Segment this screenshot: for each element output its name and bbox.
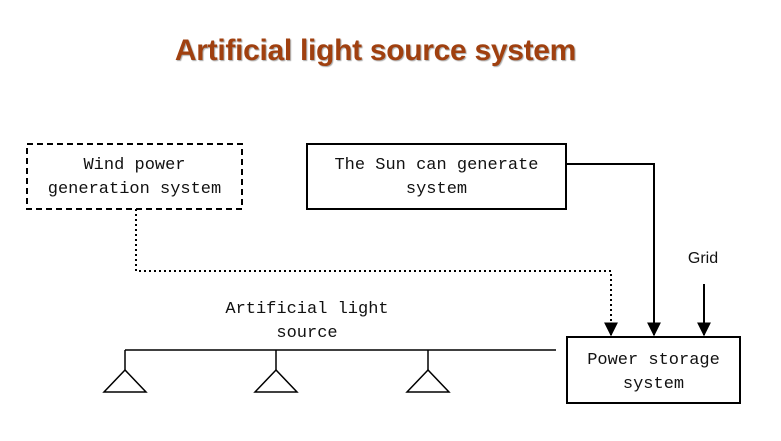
sun-system-label-line-1: The Sun can generate <box>334 156 539 175</box>
power-storage-label: Power storage system <box>567 349 740 397</box>
sun-system-label-line-2: system <box>405 180 468 199</box>
wind-power-label: Wind power generation system <box>27 154 242 202</box>
grid-label: Grid <box>687 250 719 267</box>
lamp-1-icon <box>102 368 148 393</box>
wind-power-label-line-2: generation system <box>47 180 222 199</box>
power-storage-box <box>566 336 741 404</box>
sun-system-box <box>306 143 567 210</box>
wind-to-storage-connector <box>135 209 618 337</box>
wind-power-label-line-1: Wind power <box>83 156 186 175</box>
artificial-light-label-line-1: Artificial light <box>225 300 389 319</box>
lamp-3-icon <box>405 368 451 393</box>
sun-to-storage-connector <box>566 163 661 337</box>
artificial-light-label-line-2: source <box>276 324 338 343</box>
sun-system-label: The Sun can generate system <box>307 154 566 202</box>
power-storage-label-line-2: system <box>622 375 685 394</box>
artificial-light-label: Artificial light source <box>196 298 418 346</box>
lamp-2-icon <box>253 368 299 393</box>
diagram-title: Artificial light source system <box>174 34 577 67</box>
power-storage-label-line-1: Power storage <box>587 351 720 370</box>
